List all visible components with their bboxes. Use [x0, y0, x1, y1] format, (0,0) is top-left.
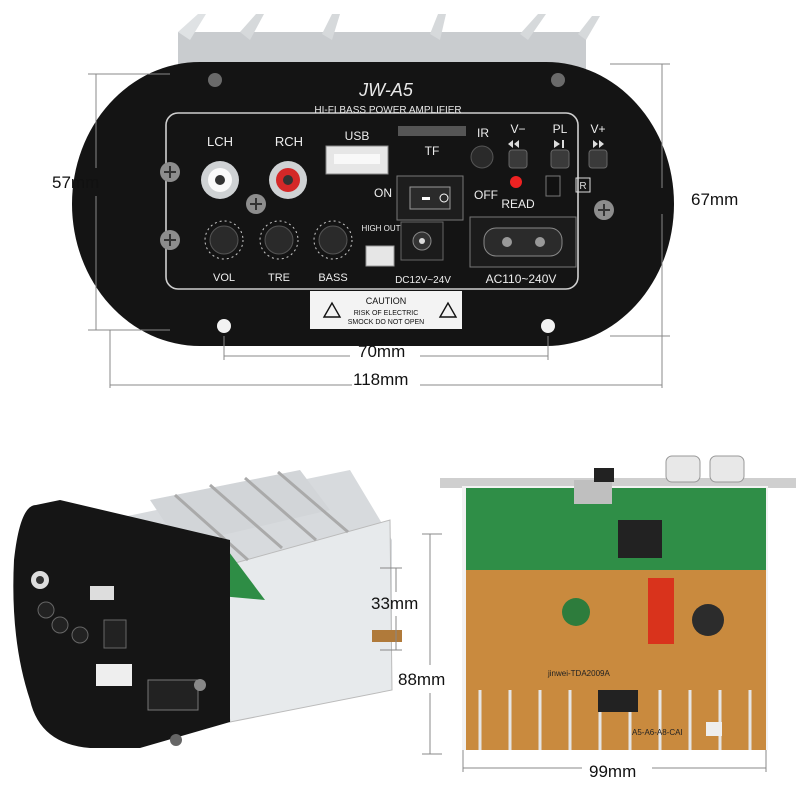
v-minus-label: V− [510, 122, 525, 136]
off-label: OFF [474, 188, 498, 202]
ac-label: AC110~240V [486, 272, 557, 286]
angled-view [13, 470, 402, 748]
tf-card-slot[interactable] [398, 126, 466, 136]
screw [160, 230, 180, 250]
tre-label: TRE [268, 272, 290, 284]
mount-hole [208, 73, 222, 87]
mount-hole [217, 319, 231, 333]
next-icon [593, 140, 604, 148]
board-dimension-lines [422, 533, 767, 772]
dim-board-height: 88mm [398, 670, 446, 689]
play-pause-icon [554, 140, 564, 148]
usb-port[interactable] [325, 145, 389, 175]
screw [246, 194, 266, 214]
rch-label: RCH [275, 134, 303, 149]
caution-line2: SMOCK DO NOT OPEN [348, 319, 425, 326]
prev-icon [508, 140, 519, 148]
dc-power-jack[interactable] [400, 221, 444, 261]
r-badge: R [579, 181, 586, 192]
board-model-label: A5-A6-A8-CAI [632, 728, 683, 737]
chip-label: jinwei-TDA2009A [547, 669, 610, 678]
caution-label [310, 291, 462, 329]
usb-label: USB [345, 129, 370, 143]
read-label: READ [501, 197, 535, 211]
pl-label: PL [553, 122, 568, 136]
dim-board-width: 99mm [589, 762, 637, 781]
ir-receiver [470, 145, 494, 169]
on-label: ON [374, 186, 392, 200]
volume-down-button[interactable] [508, 149, 528, 169]
mount-hole [551, 73, 565, 87]
high-out-label: HIGH OUT [361, 224, 400, 233]
power-switch[interactable] [396, 175, 464, 221]
lch-rca-jack[interactable] [201, 161, 239, 199]
tf-label: TF [425, 144, 440, 158]
read-led [510, 176, 522, 188]
panel-subtitle: HI-FI BASS POWER AMPLIFIER [314, 105, 461, 116]
caution-title: CAUTION [366, 296, 407, 306]
screw [160, 162, 180, 182]
ac-power-socket[interactable] [469, 216, 577, 268]
board-view [440, 455, 796, 750]
dim-total-width: 118mm [353, 370, 409, 389]
volume-up-button[interactable] [588, 149, 608, 169]
dim-hole-spacing: 70mm [358, 342, 406, 361]
mount-hole [541, 319, 555, 333]
dim-depth: 33mm [371, 594, 419, 613]
dim-height-left: 57mm [52, 173, 100, 192]
rch-rca-jack[interactable] [269, 161, 307, 199]
screw [594, 200, 614, 220]
dim-height-right: 67mm [691, 190, 739, 209]
r-badge-box [575, 177, 591, 193]
caution-line1: RISK OF ELECTRIC [354, 310, 419, 317]
model-name: JW-A5 [358, 80, 414, 100]
bass-knob[interactable] [313, 220, 353, 260]
play-pause-button[interactable] [550, 149, 570, 169]
ir-label: IR [477, 126, 489, 140]
ir-sensor-window [545, 175, 561, 197]
lch-label: LCH [207, 134, 233, 149]
bass-label: BASS [318, 272, 347, 284]
dc-label: DC12V~24V [395, 275, 451, 286]
depth-dimension-lines [380, 567, 402, 651]
high-out-connector[interactable] [365, 245, 395, 267]
tre-knob[interactable] [259, 220, 299, 260]
vol-knob[interactable] [204, 220, 244, 260]
dimension-lines [88, 63, 670, 388]
vol-label: VOL [213, 272, 235, 284]
front-panel [72, 62, 674, 346]
v-plus-label: V+ [590, 122, 605, 136]
